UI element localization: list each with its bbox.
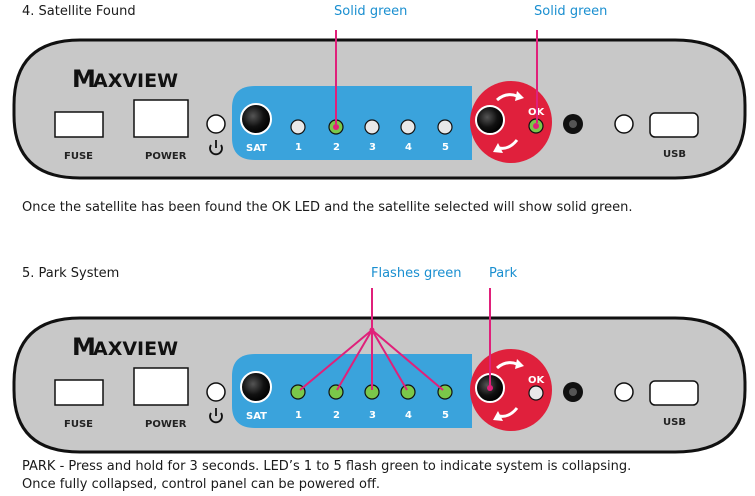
brand-logo-initial: M	[72, 65, 96, 93]
usb-label: USB	[663, 417, 686, 428]
power-label: POWER	[145, 419, 187, 430]
callout-solid-green-led: Solid green	[334, 4, 408, 19]
satellite-led-strip	[232, 86, 472, 160]
sat-label: SAT	[246, 143, 267, 154]
led-label-5: 5	[442, 142, 449, 153]
power-switch[interactable]	[133, 99, 189, 138]
led-4	[400, 119, 416, 135]
control-panel-1: M AXVIEW FUSE POWER SAT 1 2 3 4 5	[12, 38, 747, 180]
ok-label: OK	[528, 375, 546, 386]
callout-solid-green-ok: Solid green	[534, 4, 608, 19]
control-panel-2: M AXVIEW FUSE POWER SAT 1 2 3 4 5	[12, 316, 747, 454]
led-label-4: 4	[405, 142, 412, 153]
ok-led-off	[528, 385, 544, 401]
power-icon	[209, 408, 223, 424]
status-led	[614, 114, 634, 134]
section-4-heading: 4. Satellite Found	[22, 4, 136, 19]
sat-label: SAT	[246, 411, 267, 422]
power-label: POWER	[145, 151, 187, 162]
fuse-holder[interactable]	[54, 379, 104, 406]
status-led	[614, 382, 634, 402]
deploy-arrow-icon	[496, 91, 524, 102]
led-label-3: 3	[369, 410, 376, 421]
led-1	[290, 119, 306, 135]
usb-port[interactable]	[649, 112, 699, 138]
deploy-arrow-icon	[496, 359, 524, 370]
fuse-label: FUSE	[64, 151, 93, 162]
led-label-2: 2	[333, 410, 340, 421]
section-4-description: Once the satellite has been found the OK…	[22, 200, 633, 215]
sat-select-button[interactable]	[240, 103, 272, 135]
fuse-label: FUSE	[64, 419, 93, 430]
led-label-2: 2	[333, 142, 340, 153]
usb-label: USB	[663, 149, 686, 160]
stow-arrow-icon	[493, 407, 519, 421]
callout-park: Park	[489, 266, 518, 281]
brand-logo-rest: AXVIEW	[93, 338, 178, 360]
fuse-holder[interactable]	[54, 111, 104, 138]
stow-arrow-icon	[493, 139, 519, 153]
led-label-1: 1	[295, 410, 302, 421]
brand-logo-rest: AXVIEW	[93, 70, 178, 92]
audio-socket-hole	[569, 388, 577, 396]
section-5-description-line2: Once fully collapsed, control panel can …	[22, 477, 381, 492]
callout-lines-flashing	[299, 288, 444, 391]
led-4-flashing	[400, 384, 416, 400]
ok-led-highlight	[533, 123, 539, 129]
power-led	[206, 114, 226, 134]
brand-logo-initial: M	[72, 333, 96, 361]
led-2-highlight	[333, 124, 339, 130]
power-switch[interactable]	[133, 367, 189, 406]
section-5-description-line1: PARK - Press and hold for 3 seconds. LED…	[22, 459, 632, 474]
led-label-1: 1	[295, 142, 302, 153]
led-label-3: 3	[369, 142, 376, 153]
satellite-led-strip	[232, 354, 472, 428]
power-icon	[209, 140, 223, 156]
led-3	[364, 119, 380, 135]
usb-port[interactable]	[649, 380, 699, 406]
led-2-flashing	[328, 384, 344, 400]
park-button-surround[interactable]	[470, 81, 552, 163]
audio-socket-hole	[569, 120, 577, 128]
park-button[interactable]	[475, 105, 505, 135]
led-5	[437, 119, 453, 135]
power-led	[206, 382, 226, 402]
led-label-4: 4	[405, 410, 412, 421]
callout-flashes-green: Flashes green	[371, 266, 462, 281]
led-label-5: 5	[442, 410, 449, 421]
sat-select-button[interactable]	[240, 371, 272, 403]
section-5-heading: 5. Park System	[22, 266, 120, 281]
park-button-highlight	[487, 385, 493, 391]
